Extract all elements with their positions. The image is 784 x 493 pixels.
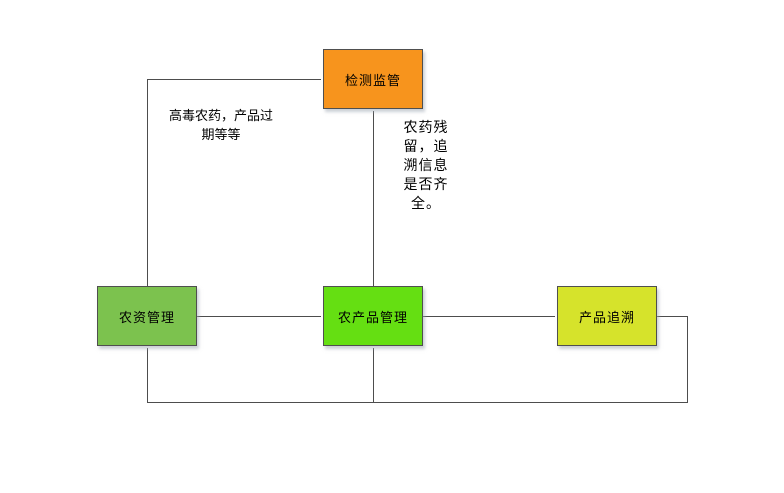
annotation-line: 溯信息	[403, 158, 449, 174]
connector-group	[147, 79, 688, 403]
node-materials-label: 农资管理	[118, 310, 175, 326]
node-products-label: 农产品管理	[337, 310, 408, 326]
node-traceability: 产品追溯	[557, 286, 657, 346]
annotation-line: 农药残	[403, 120, 449, 136]
annotation-products-to-inspection: 农药残 留，追 溯信息 是否齐 全。	[396, 119, 456, 214]
annotation-line: 期等等	[201, 128, 241, 143]
annotation-line: 是否齐	[403, 177, 449, 193]
node-inspection: 检测监管	[323, 49, 423, 109]
node-materials: 农资管理	[97, 286, 197, 346]
annotation-line: 留，追	[403, 139, 449, 155]
annotation-line: 全。	[411, 196, 441, 212]
annotation-line: 高毒农药，产品过	[168, 109, 273, 124]
annotation-materials-to-inspection: 高毒农药，产品过 期等等	[160, 107, 282, 145]
connector-materials-to-inspection	[147, 79, 321, 286]
node-products: 农产品管理	[323, 286, 423, 346]
node-traceability-label: 产品追溯	[578, 310, 635, 326]
connector-traceability-feedback-to-materials	[147, 316, 688, 403]
node-inspection-label: 检测监管	[344, 73, 401, 89]
